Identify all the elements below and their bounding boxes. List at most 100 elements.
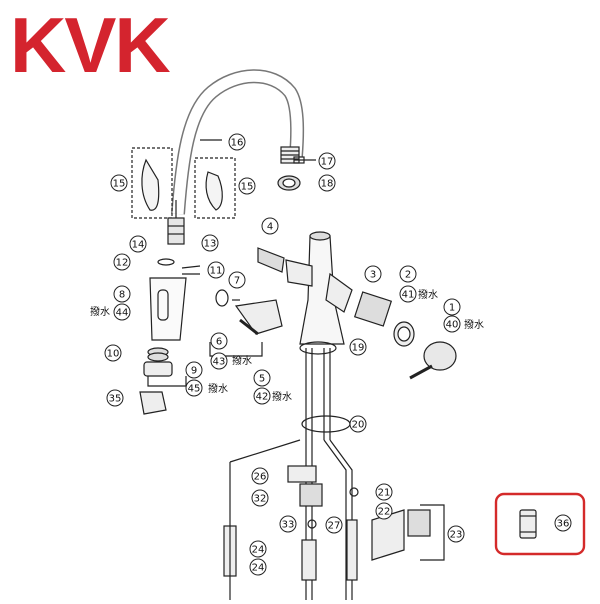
part-15-box-right (194, 157, 236, 219)
callout-circle (253, 387, 271, 405)
callout-33: 33 (279, 515, 297, 533)
callout-circle (279, 515, 297, 533)
callout-number: 16 (231, 138, 244, 149)
callout-6: 6 (210, 332, 228, 350)
callout-10: 10 (104, 344, 122, 362)
callout-43: 43 (210, 352, 228, 370)
callout-circle (228, 271, 246, 289)
part-15-box-left (131, 147, 173, 219)
callout-number: 36 (557, 519, 570, 530)
part-33-washer (307, 519, 317, 529)
callout-number: 14 (132, 240, 145, 251)
callout-circle (207, 261, 225, 279)
callout-circle (375, 502, 393, 520)
callout-1: 1 (443, 298, 461, 316)
callout-number: 5 (259, 374, 265, 385)
callout-number: 22 (378, 507, 391, 518)
label-45-water-repellent: 撥水 (208, 382, 228, 395)
callout-5: 5 (253, 369, 271, 387)
part-12-washer (157, 258, 175, 266)
callout-number: 4 (267, 222, 273, 233)
part-26-clip (287, 465, 317, 483)
highlight-box-part-36 (494, 492, 586, 556)
callout-circle (447, 525, 465, 543)
callout-4: 4 (261, 217, 279, 235)
callout-circle (201, 234, 219, 252)
callout-14: 14 (129, 235, 147, 253)
callout-circle (318, 174, 336, 192)
callout-24: 24 (249, 558, 267, 576)
callout-45: 45 (185, 379, 203, 397)
label-43-water-repellent: 撥水 (232, 354, 252, 367)
callout-number: 32 (254, 494, 267, 505)
part-3-cartridge (353, 291, 393, 327)
callout-circle (249, 558, 267, 576)
callout-circle (325, 516, 343, 534)
body-right-arm (325, 272, 353, 313)
callout-26: 26 (251, 467, 269, 485)
callout-22: 22 (375, 502, 393, 520)
callout-circle (106, 389, 124, 407)
part-22-rod (346, 519, 358, 581)
part-9-nozzle (143, 361, 173, 377)
callout-circle (251, 489, 269, 507)
callout-circle (228, 133, 246, 151)
callout-number: 23 (450, 530, 463, 541)
callout-circle (349, 338, 367, 356)
callout-circle (113, 303, 131, 321)
kvk-logo: KVK (10, 1, 171, 89)
callout-number: 40 (446, 320, 459, 331)
callout-circle (318, 152, 336, 170)
body-left-arm (285, 259, 313, 287)
part-4-valve (257, 247, 285, 273)
callout-circle (249, 540, 267, 558)
part-6-cap (215, 289, 229, 307)
callout-27: 27 (325, 516, 343, 534)
callout-circle (253, 369, 271, 387)
callout-number: 19 (352, 343, 365, 354)
callout-circle (210, 332, 228, 350)
callout-41: 41 (399, 285, 417, 303)
callout-circle (443, 298, 461, 316)
callout-number: 20 (352, 420, 365, 431)
callout-circle (349, 415, 367, 433)
part-5-lever (234, 299, 283, 335)
callout-circle (261, 217, 279, 235)
callout-35: 35 (106, 389, 124, 407)
callout-number: 24 (252, 545, 265, 556)
callout-circle (110, 174, 128, 192)
callout-circle (399, 265, 417, 283)
callout-circle (113, 253, 131, 271)
callout-20: 20 (349, 415, 367, 433)
callout-circle (185, 379, 203, 397)
callout-13: 13 (201, 234, 219, 252)
callout-number: 12 (116, 258, 129, 269)
part-1-handle (423, 341, 457, 371)
callout-number: 13 (204, 239, 217, 250)
part-35-adapter (139, 391, 167, 415)
label-40-water-repellent: 撥水 (464, 318, 484, 331)
callout-number: 15 (241, 182, 254, 193)
callout-9: 9 (185, 361, 203, 379)
callout-number: 35 (109, 394, 122, 405)
callout-15: 15 (238, 177, 256, 195)
callout-number: 7 (234, 276, 240, 287)
part-36-aerator (519, 509, 537, 539)
callout-number: 43 (213, 357, 226, 368)
callout-23: 23 (447, 525, 465, 543)
callout-2: 2 (399, 265, 417, 283)
callout-17: 17 (318, 152, 336, 170)
callout-number: 8 (119, 290, 125, 301)
callout-number: 15 (113, 179, 126, 190)
part-11-clip (181, 265, 201, 275)
callout-number: 24 (252, 563, 265, 574)
callout-number: 21 (378, 488, 391, 499)
callout-16: 16 (228, 133, 246, 151)
callout-40: 40 (443, 315, 461, 333)
callout-circle (113, 285, 131, 303)
part-32-fitting (299, 483, 323, 507)
label-42-water-repellent: 撥水 (272, 390, 292, 403)
callout-number: 42 (256, 392, 269, 403)
callout-circle (375, 483, 393, 501)
